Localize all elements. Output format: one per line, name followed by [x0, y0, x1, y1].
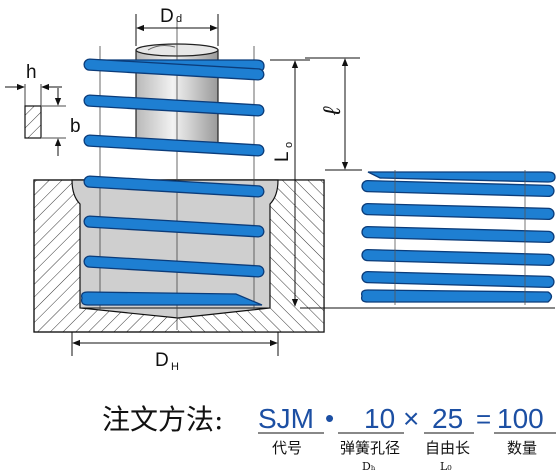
dim-ell — [305, 57, 362, 171]
label-dh: D — [155, 350, 169, 371]
order-token-length: 25 — [432, 403, 463, 434]
left-spring — [80, 58, 265, 306]
spring-coil-5 — [83, 175, 265, 198]
label-dd-sub: d — [176, 13, 182, 25]
order-token-bore: 10 — [364, 403, 395, 434]
wire-section — [5, 83, 66, 156]
order-token-times: × — [403, 403, 419, 434]
label-h: h — [26, 62, 37, 83]
label-lo: L — [272, 151, 293, 162]
label-dh-sub: H — [171, 361, 179, 373]
right-spring — [360, 171, 556, 303]
annotation-bore-sub: Dₕ — [362, 460, 376, 473]
annotation-free-length-sub: L₀ — [440, 460, 452, 473]
order-token-equals: = — [476, 404, 491, 434]
order-token-dot: • — [325, 403, 334, 433]
spring-bore — [71, 179, 279, 319]
housing-block — [33, 179, 325, 333]
spring-coil-3 — [83, 94, 265, 117]
order-token-code: SJM — [258, 403, 314, 434]
label-ell: ℓ — [319, 106, 346, 116]
annotation-bore: 弹簧孔径 — [340, 439, 400, 457]
annotation-code: 代号 — [272, 439, 302, 457]
order-token-qty: 100 — [497, 403, 544, 434]
annotation-quantity: 数量 — [507, 439, 537, 457]
spring-coil-6 — [83, 215, 265, 238]
spring-coil-4 — [83, 134, 265, 157]
spring-coil-2 — [83, 58, 265, 81]
label-lo-sub: o — [283, 142, 295, 148]
dim-dh — [71, 332, 279, 356]
label-dd: D — [160, 6, 174, 27]
spring-coil-8 — [80, 291, 263, 306]
annotation-free-length: 自由长 — [425, 439, 470, 457]
spring-coil-7 — [83, 255, 265, 278]
dim-lo — [270, 59, 310, 307]
dim-dd — [135, 14, 219, 46]
order-title: 注文方法: — [102, 403, 223, 436]
label-b: b — [70, 116, 81, 137]
